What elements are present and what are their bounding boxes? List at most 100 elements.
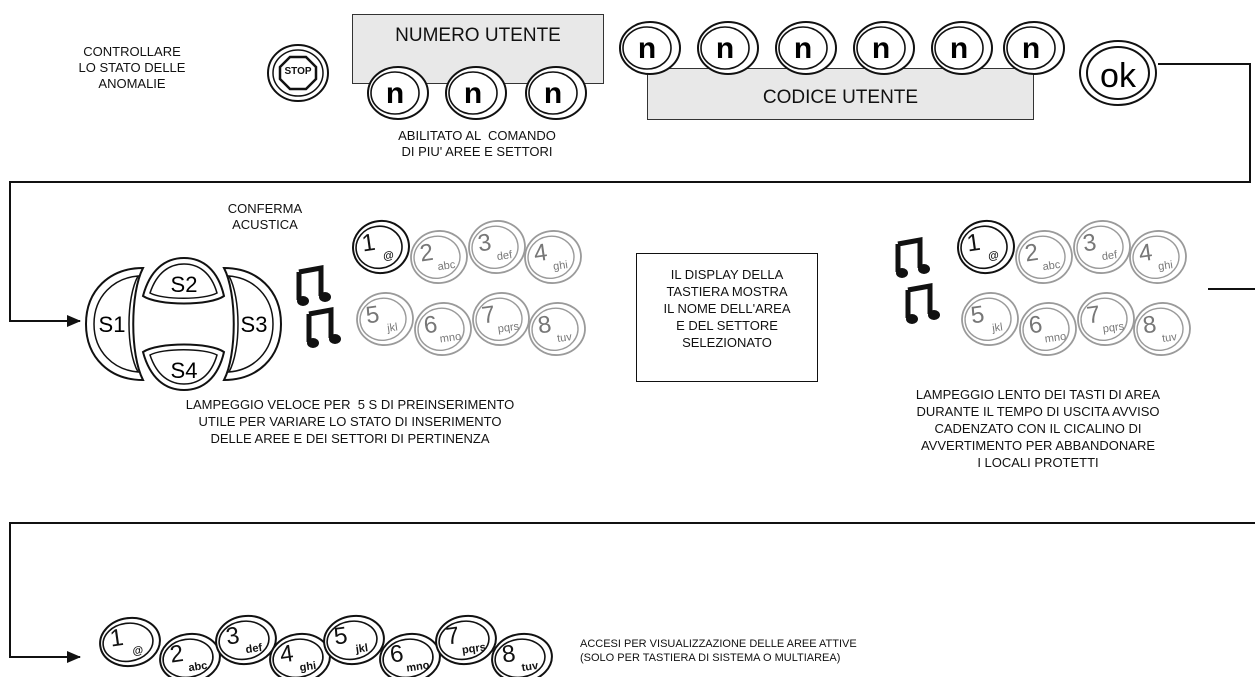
keypad-key-letters: pqrs <box>497 321 520 336</box>
keypad-key-number: 8 <box>1141 311 1158 340</box>
keypad-key-number: 5 <box>332 622 349 651</box>
keypad-key-letters: tuv <box>1161 331 1178 345</box>
flow-line-3 <box>9 522 1255 663</box>
keypad-key-letters: mno <box>439 331 462 346</box>
user-code-label: CODICE UTENTE <box>762 87 919 108</box>
n-key-label: n <box>794 32 812 65</box>
keypad-key-number: 4 <box>1137 239 1154 268</box>
keypad-key-letters: def <box>245 642 263 656</box>
n-key[interactable]: n <box>775 21 837 75</box>
user-code-box: CODICE UTENTE <box>647 68 1034 120</box>
display-info-text: IL DISPLAY DELLA TASTIERA MOSTRA IL NOME… <box>663 267 791 350</box>
keypad-key-number: 6 <box>422 311 439 340</box>
n-key-label: n <box>1022 32 1040 65</box>
active-areas-text: ACCESI PER VISUALIZZAZIONE DELLE AREE AT… <box>580 638 857 664</box>
n-key[interactable]: n <box>853 21 915 75</box>
keypad-key-1[interactable]: 1@ <box>97 614 163 670</box>
flow-line-1 <box>9 63 1251 327</box>
n-key[interactable]: n <box>697 21 759 75</box>
n-key-label: n <box>716 32 734 65</box>
keypad-key-number: 5 <box>364 301 381 330</box>
n-key[interactable]: n <box>931 21 993 75</box>
keypad-key-number: 3 <box>224 622 241 651</box>
keypad-key-1[interactable]: 1@ <box>350 217 413 276</box>
check-anomalies-text: CONTROLLARE LO STATO DELLE ANOMALIE <box>78 44 186 91</box>
keypad-key-number: 2 <box>168 640 185 669</box>
keypad-key-4[interactable]: 4 ghi <box>267 630 333 677</box>
keypad-key-letters: ghi <box>299 660 317 674</box>
beep-note-icon <box>905 283 940 324</box>
s1-key[interactable]: S1 <box>84 266 145 382</box>
keypad-key-number: 7 <box>1085 301 1102 330</box>
keypad-key-letters: ghi <box>1157 259 1173 273</box>
s3-label: S3 <box>241 312 268 337</box>
keypad-key-letters: jkl <box>354 642 369 656</box>
keypad-key-letters: pqrs <box>1102 321 1125 336</box>
keypad-key-number: 1 <box>108 624 125 653</box>
s4-key[interactable]: S4 <box>141 343 226 392</box>
keypad-key-letters: @ <box>132 644 145 657</box>
s2-label: S2 <box>171 272 198 297</box>
keypad-key-letters: mno <box>1044 331 1067 346</box>
keypad-key-letters: abc <box>1042 259 1062 273</box>
keypad-key-number: 1 <box>965 229 982 258</box>
n-key-label: n <box>638 32 656 65</box>
keypad-key-letters: jkl <box>991 321 1004 334</box>
keypad-key-number: 4 <box>532 239 549 268</box>
n-key[interactable]: n <box>1003 21 1065 75</box>
keypad-key-letters: def <box>496 249 514 263</box>
n-key[interactable]: n <box>367 66 429 120</box>
beep-note-icon <box>296 265 331 306</box>
keypad-key-number: 1 <box>360 229 377 258</box>
keypad-key-5[interactable]: 5 jkl <box>321 612 387 668</box>
multi-area-text: ABILITATO AL COMANDO DI PIU' AREE E SETT… <box>398 128 556 159</box>
s2-key[interactable]: S2 <box>141 256 226 305</box>
keypad-key-letters: abc <box>437 259 457 273</box>
keypad-key-number: 8 <box>500 640 517 669</box>
n-key-label: n <box>950 32 968 65</box>
keypad-key-letters: abc <box>188 660 208 675</box>
keypad-key-letters: @ <box>987 249 1000 262</box>
n-key-label: n <box>386 77 404 110</box>
slow-blink-text: LAMPEGGIO LENTO DEI TASTI DI AREA DURANT… <box>915 387 1161 470</box>
display-info-box: IL DISPLAY DELLA TASTIERA MOSTRA IL NOME… <box>636 253 818 382</box>
beep-note-icon <box>895 237 930 278</box>
n-key-label: n <box>544 77 562 110</box>
keypad-key-1[interactable]: 1@ <box>955 217 1018 276</box>
keypad-key-3[interactable]: 3 def <box>213 612 279 668</box>
n-key-label: n <box>872 32 890 65</box>
acoustic-confirm-text: CONFERMA ACUSTICA <box>227 201 303 232</box>
keypad-key-number: 8 <box>536 311 553 340</box>
keypad-key-letters: pqrs <box>461 641 486 656</box>
stop-label: STOP <box>284 66 312 77</box>
n-key[interactable]: n <box>445 66 507 120</box>
user-number-label: NUMERO UTENTE <box>395 25 561 46</box>
n-key[interactable]: n <box>619 21 681 75</box>
keypad-key-number: 4 <box>278 640 295 669</box>
beep-note-icon <box>306 307 341 348</box>
n-key-label: n <box>464 77 482 110</box>
keypad-key-number: 2 <box>1023 239 1040 268</box>
n-key[interactable]: n <box>525 66 587 120</box>
s3-key[interactable]: S3 <box>222 266 283 382</box>
